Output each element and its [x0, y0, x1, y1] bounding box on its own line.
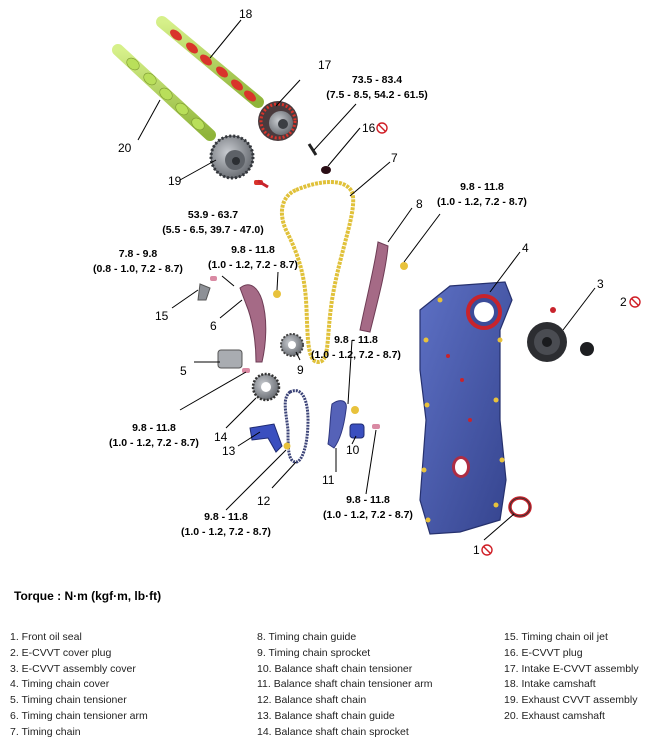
legend-item: 10. Balance shaft chain tensioner: [257, 662, 413, 675]
timing-chain: [279, 180, 356, 365]
exhaust-camshaft: [112, 44, 216, 141]
callout-13: 13: [222, 444, 236, 458]
legend-item: 12. Balance shaft chain: [257, 694, 367, 707]
legend-item: 15. Timing chain oil jet: [504, 631, 608, 643]
no-reuse-icon: [376, 122, 388, 134]
callout-5: 5: [180, 364, 187, 378]
callout-20: 20: [118, 141, 132, 155]
exhaust-cvvt-assembly: [209, 134, 263, 185]
callout-15: 15: [155, 309, 169, 323]
cvvt-bolt: [257, 179, 269, 189]
legend-item: 18. Intake camshaft: [504, 678, 596, 691]
legend-item: 9. Timing chain sprocket: [257, 646, 371, 659]
no-reuse-icon: [629, 296, 641, 308]
torque-labels: 73.5 - 83.4 (7.5 - 8.5, 54.2 - 61.5) 53.…: [93, 74, 527, 538]
legend-item: 5. Timing chain tensioner: [10, 694, 127, 707]
timing-chain-oil-jet: [197, 276, 217, 301]
timing-chain-tensioner: [217, 349, 250, 373]
legend-item: 20. Exhaust camshaft: [504, 709, 605, 722]
torque-unit-label: Torque : N·m (kgf·m, lb·ft): [14, 589, 162, 603]
legend-item: 11. Balance shaft chain tensioner arm: [257, 678, 433, 691]
balance-shaft-chain: [283, 389, 310, 464]
torque-15-nm: 7.8 - 9.8: [119, 248, 158, 260]
legend-item: 6. Timing chain tensioner arm: [10, 709, 148, 722]
callout-9: 9: [297, 363, 304, 377]
torque-15-kgf-lbft: (0.8 - 1.0, 7.2 - 8.7): [93, 263, 183, 275]
legend-item: 3. E-CVVT assembly cover: [10, 662, 136, 675]
callout-2: 2: [620, 295, 627, 309]
legend-item: 14. Balance shaft chain sprocket: [257, 725, 409, 738]
timing-system-exploded-diagram: 18 17 20 19 16 7 8 4 3 2 15 6 9 5 14 13 …: [93, 7, 641, 557]
torque-17-nm: 73.5 - 83.4: [352, 74, 402, 86]
legend-item: 4. Timing chain cover: [10, 678, 110, 691]
callout-11: 11: [322, 473, 335, 487]
torque-9-nm: 9.8 - 11.8: [334, 334, 378, 346]
balance-shaft-chain-sprocket: [251, 372, 281, 402]
legend-item: 2. E-CVVT cover plug: [10, 646, 112, 659]
torque-8-nm: 9.8 - 11.8: [460, 181, 504, 193]
torque-5-kgf-lbft: (1.0 - 1.2, 7.2 - 8.7): [109, 437, 199, 449]
intake-camshaft: [156, 16, 264, 108]
torque-9-kgf-lbft: (1.0 - 1.2, 7.2 - 8.7): [311, 349, 401, 361]
callout-4: 4: [522, 241, 529, 255]
torque-10-nm: 9.8 - 11.8: [346, 494, 390, 506]
no-reuse-icon: [481, 544, 493, 556]
torque-17-kgf-lbft: (7.5 - 8.5, 54.2 - 61.5): [326, 89, 428, 101]
legend-item: 19. Exhaust CVVT assembly: [504, 694, 638, 707]
callout-3: 3: [597, 277, 604, 291]
torque-19-kgf-lbft: (5.5 - 6.5, 39.7 - 47.0): [162, 224, 264, 236]
timing-chain-tensioner-arm: [239, 284, 281, 363]
callout-12: 12: [257, 494, 271, 508]
legend-item: 1. Front oil seal: [10, 631, 82, 643]
legend-item: 13. Balance shaft chain guide: [257, 709, 395, 722]
legend-column-2: 8. Timing chain guide 9. Timing chain sp…: [257, 630, 433, 741]
balance-shaft-chain-guide: [249, 423, 291, 453]
torque-8-kgf-lbft: (1.0 - 1.2, 7.2 - 8.7): [437, 196, 527, 208]
callout-numbers: 18 17 20 19 16 7 8 4 3 2 15 6 9 5 14 13 …: [118, 7, 627, 557]
legend-item: 8. Timing chain guide: [257, 631, 357, 643]
callout-8: 8: [416, 197, 423, 211]
torque-6-nm: 9.8 - 11.8: [231, 244, 275, 256]
e-cvvt-cover-plug: [580, 342, 594, 356]
no-reuse-icons: [376, 122, 641, 556]
callout-10: 10: [346, 443, 360, 457]
balance-shaft-chain-tensioner: [349, 423, 380, 439]
timing-chain-cover: [419, 281, 513, 535]
callout-6: 6: [210, 319, 217, 333]
legend-column-3: 15. Timing chain oil jet 16. E-CVVT plug…: [504, 630, 639, 725]
torque-6-kgf-lbft: (1.0 - 1.2, 7.2 - 8.7): [208, 259, 298, 271]
legend-column-1: 1. Front oil seal 2. E-CVVT cover plug 3…: [10, 630, 148, 741]
callout-14: 14: [214, 430, 228, 444]
timing-chain-guide: [359, 241, 408, 333]
callout-16: 16: [362, 121, 376, 135]
legend-item: 16. E-CVVT plug: [504, 646, 583, 659]
timing-chain-sprocket: [280, 333, 304, 357]
front-oil-seal: [508, 496, 532, 518]
callout-19: 19: [168, 174, 182, 188]
legend-item: 17. Intake E-CVVT assembly: [504, 662, 639, 675]
balance-shaft-chain-tensioner-arm: [327, 400, 359, 449]
torque-10-kgf-lbft: (1.0 - 1.2, 7.2 - 8.7): [323, 509, 413, 521]
legend-item: 7. Timing chain: [10, 725, 81, 738]
callout-18: 18: [239, 7, 253, 21]
torque-12-nm: 9.8 - 11.8: [204, 511, 248, 523]
e-cvvt-plug: [321, 166, 331, 174]
torque-12-kgf-lbft: (1.0 - 1.2, 7.2 - 8.7): [181, 526, 271, 538]
leader-lines: [137, 19, 596, 541]
torque-5-nm: 9.8 - 11.8: [132, 422, 176, 434]
intake-e-cvvt-assembly: [258, 101, 318, 156]
e-cvvt-assembly-cover: [527, 307, 567, 362]
callout-1: 1: [473, 543, 480, 557]
callout-7: 7: [391, 151, 398, 165]
callout-17: 17: [318, 58, 332, 72]
torque-19-nm: 53.9 - 63.7: [188, 209, 238, 221]
